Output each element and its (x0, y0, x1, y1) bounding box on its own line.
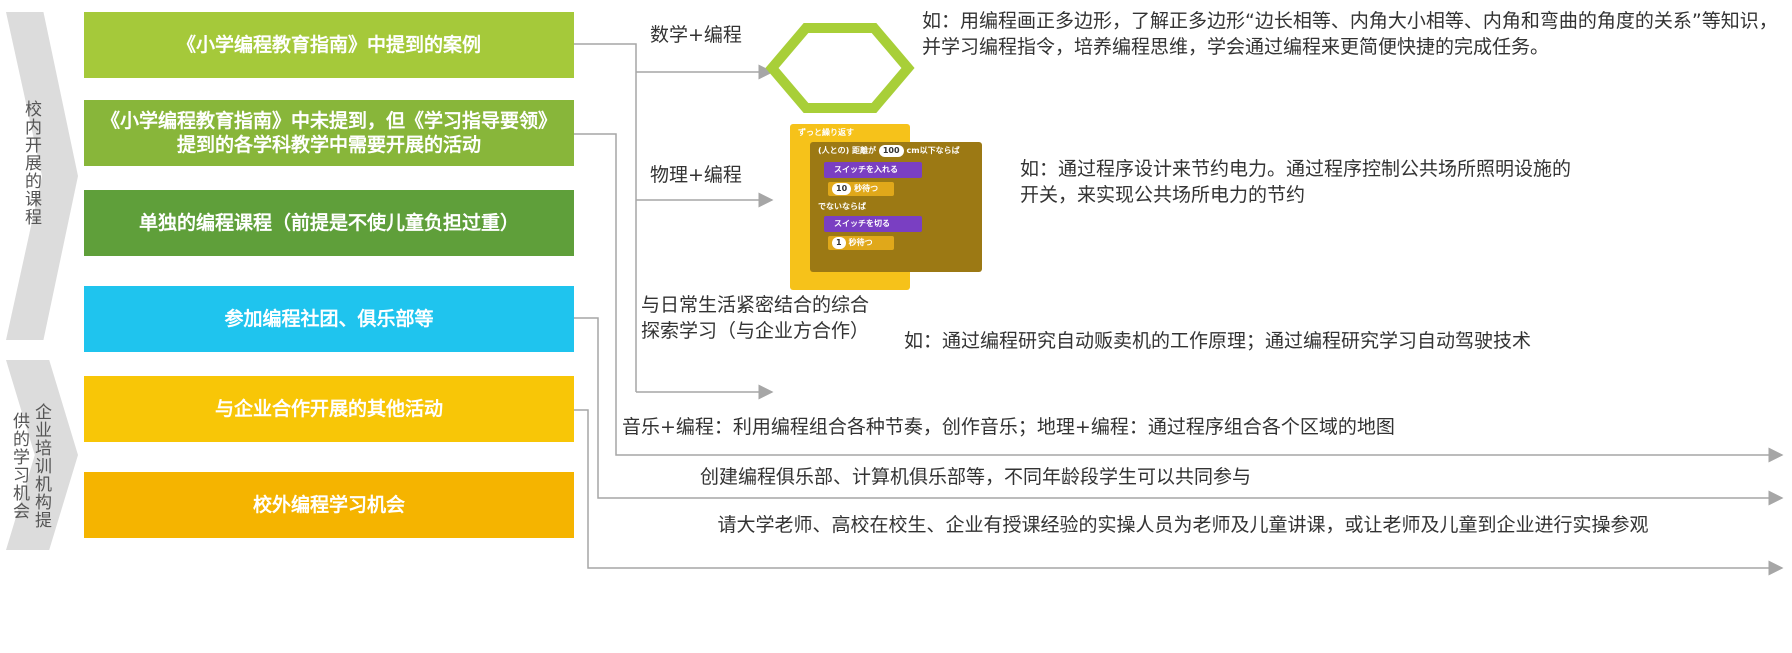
connector-club (574, 317, 1784, 506)
scratch-wait1-label: 秒待つ (854, 184, 879, 193)
scratch-switch-on-label: スイッチを入れる (834, 165, 898, 174)
desc-physics: 如：通过程序设计来节约电力。通过程序控制公共场所照明设施的开关，来实现公共场所电… (1020, 158, 1572, 206)
box-club: 参加编程社团、俱乐部等 (84, 286, 574, 352)
box-guide-cases: 《小学编程教育指南》中提到的案例 (84, 12, 574, 78)
scratch-if-value: 100 (878, 145, 904, 157)
scratch-wait2-label: 秒待つ (848, 238, 873, 247)
box-enterprise-activities: 与企业合作开展的其他活动 (84, 376, 574, 442)
desc-math: 如：用编程画正多边形，了解正多边形“边长相等、内角大小相等、内角和弯曲的角度的关… (922, 10, 1778, 58)
connector-enterprise (574, 409, 1784, 576)
scratch-switch-off-label: スイッチを切る (834, 219, 890, 228)
desc-enterprise: 请大学老师、高校在校生、企业有授课经验的实操人员为老师及儿童讲课，或让老师及儿童… (717, 514, 1649, 536)
branch-physics: 物理+编程 (650, 164, 742, 186)
box-other-subject-activities: 《小学编程教育指南》中未提到，但《学习指导要领》提到的各学科教学中需要开展的活动 (84, 100, 574, 166)
desc-daily-life: 如：通过编程研究自动贩卖机的工作原理；通过编程研究学习自动驾驶技术 (904, 330, 1532, 352)
enterprise-label: 企业培训机构提供的学习机会 (9, 403, 51, 529)
hexagon-shape (765, 23, 915, 113)
scratch-switch-on-block (824, 162, 922, 178)
branch-daily-life: 与日常生活紧密结合的综合探索学习（与企业方合作） (640, 294, 869, 342)
scratch-if-prefix: (人との) 距離が (818, 146, 877, 155)
scratch-wait1-value: 10 (832, 183, 852, 195)
scratch-else-label: でないならば (818, 202, 866, 211)
branch-math: 数学+编程 (650, 24, 742, 46)
scratch-switch-off-block (824, 216, 922, 232)
connector-music-geo (574, 133, 1784, 463)
scratch-wait2-value: 1 (832, 237, 846, 249)
scratch-if-suffix: cm以下ならば (906, 146, 960, 155)
in-school-label: 校内开展的课程 (21, 100, 41, 226)
desc-music-geo: 音乐+编程：利用编程组合各种节奏，创作音乐；地理+编程：通过程序组合各个区域的地… (622, 416, 1395, 438)
box-standalone-course: 单独的编程课程（前提是不使儿童负担过重） (84, 190, 574, 256)
connector-box1-trunk (574, 43, 637, 392)
box-outside-school: 校外编程学习机会 (84, 472, 574, 538)
scratch-forever-label: ずっと繰り返す (798, 128, 854, 137)
desc-club: 创建编程俱乐部、计算机俱乐部等，不同年龄段学生可以共同参与 (700, 466, 1252, 488)
